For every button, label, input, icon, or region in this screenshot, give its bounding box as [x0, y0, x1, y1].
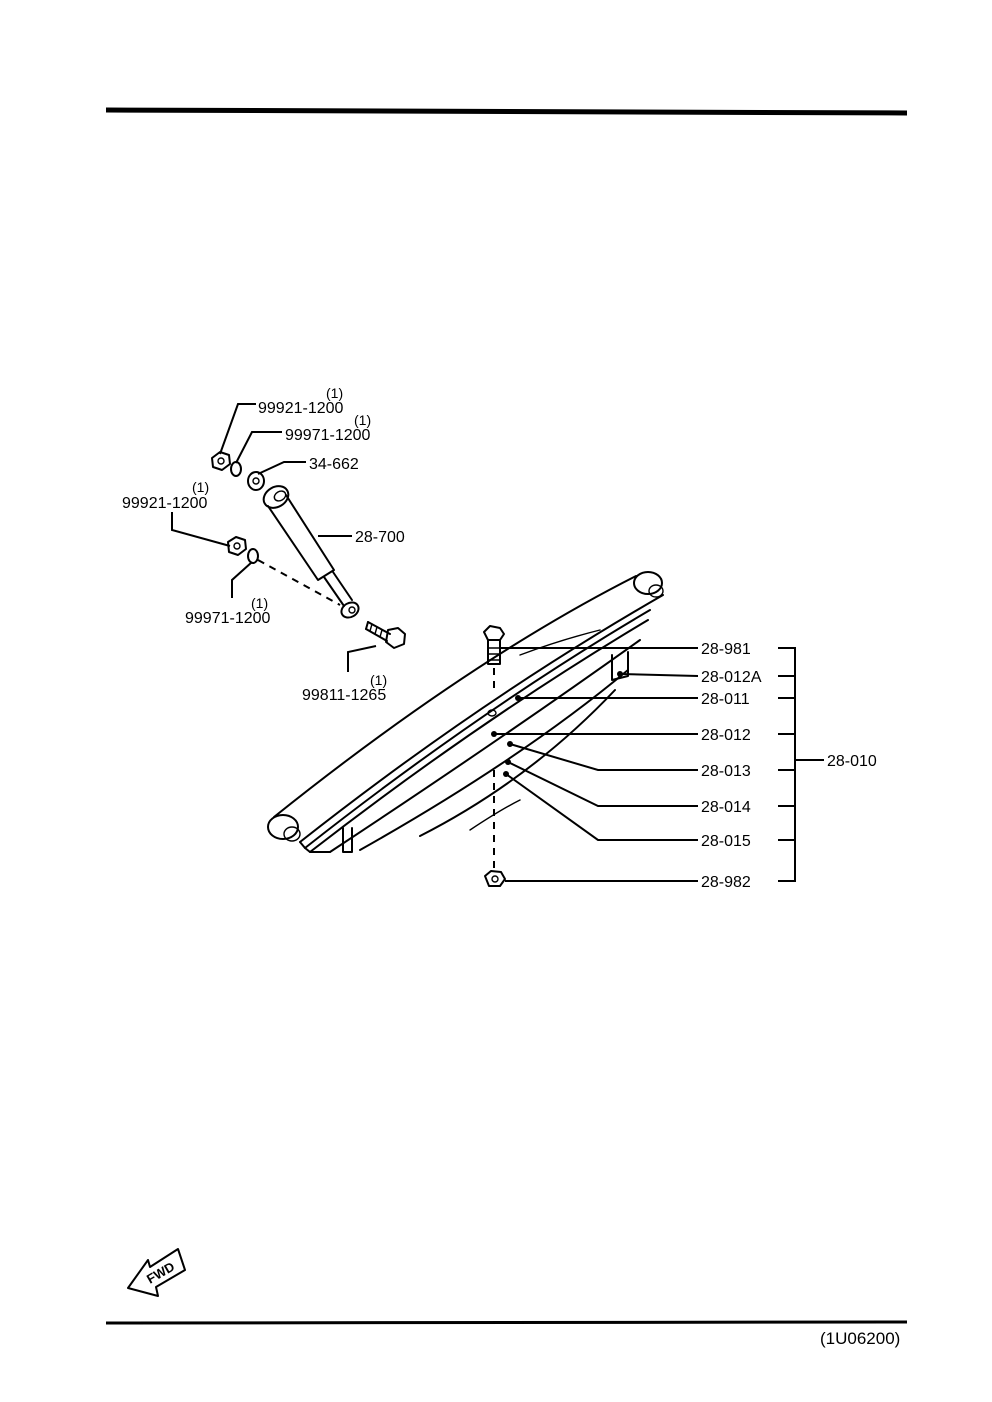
- label-bushing: 34-662: [309, 456, 359, 473]
- forward-arrow-icon: FWD: [127, 1248, 186, 1297]
- label-leaf-012: 28-012: [701, 727, 751, 744]
- label-leaf-011: 28-011: [701, 691, 750, 708]
- upper-nut-drawing: [211, 451, 231, 471]
- label-center-nut: 28-982: [701, 874, 751, 891]
- bottom-rule: [105, 1320, 908, 1325]
- label-shock-bolt: 99811-1265: [302, 687, 386, 704]
- qty-washer-upper: (1): [354, 412, 371, 428]
- label-leaf-013: 28-013: [701, 763, 751, 780]
- center-bolt-drawing: [483, 625, 505, 665]
- leader-lines: [171, 403, 824, 882]
- bushing-drawing: [247, 471, 265, 491]
- label-nut-upper: 99921-1200: [258, 400, 344, 417]
- qty-nut-upper: (1): [326, 385, 343, 401]
- label-leaf-012a: 28-012A: [701, 669, 762, 686]
- center-nut-drawing: [484, 870, 506, 887]
- shock-absorber-drawing: [262, 485, 360, 619]
- label-leaf-014: 28-014: [701, 799, 751, 816]
- label-center-bolt: 28-981: [701, 641, 751, 658]
- label-nut-lower: 99921-1200: [122, 495, 208, 512]
- lower-washer-drawing: [247, 548, 259, 564]
- label-leaf-015: 28-015: [701, 833, 751, 850]
- assembly-dashed-line: [257, 559, 341, 606]
- qty-washer-lower: (1): [251, 595, 268, 611]
- label-washer-upper: 99971-1200: [285, 427, 371, 444]
- label-washer-lower: 99971-1200: [185, 610, 271, 627]
- leaf-spring-drawing: [267, 571, 664, 853]
- shock-bolt-drawing: [365, 621, 406, 649]
- qty-nut-lower: (1): [192, 479, 209, 495]
- lower-nut-drawing: [227, 536, 247, 556]
- top-rule: [105, 107, 908, 116]
- label-shock-absorber: 28-700: [355, 529, 405, 546]
- figure-code: (1U06200): [820, 1329, 900, 1348]
- label-leaf-spring-assembly: 28-010: [827, 753, 877, 770]
- upper-washer-drawing: [230, 461, 242, 477]
- qty-shock-bolt: (1): [370, 672, 387, 688]
